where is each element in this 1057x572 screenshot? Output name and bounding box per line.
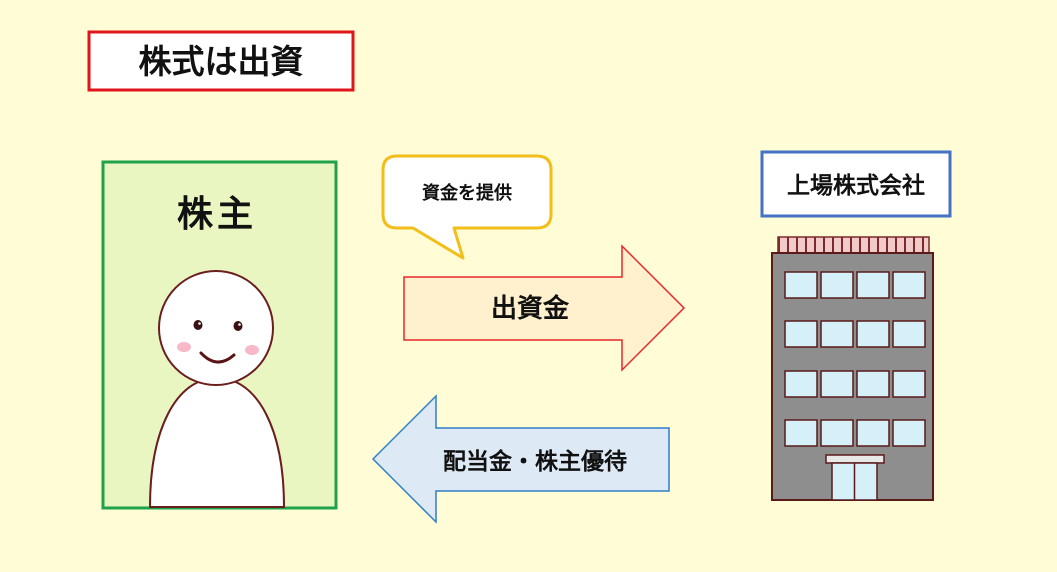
speech-bubble-shape [381, 154, 553, 260]
investment-arrow-shape [403, 244, 686, 372]
building-window [892, 271, 926, 299]
person-left-eye-highlight [198, 322, 201, 325]
title-frame [87, 30, 355, 92]
building-window [856, 320, 890, 348]
building-door-canopy [825, 454, 885, 464]
return-arrow-shape [371, 394, 670, 524]
building-window [856, 419, 890, 447]
person-right-cheek [245, 345, 259, 355]
person-left-eye [193, 320, 203, 330]
page-title: 株式は出資 [139, 42, 304, 81]
company-box: 上場株式会社 [760, 150, 952, 218]
building-icon [771, 236, 934, 501]
title-box: 株式は出資 [87, 30, 355, 92]
building-window [820, 419, 854, 447]
building-window [820, 370, 854, 398]
building-window [892, 370, 926, 398]
shareholder-card: 株主 [101, 160, 338, 510]
building-window [784, 320, 818, 348]
building-window [784, 370, 818, 398]
building-window [892, 419, 926, 447]
speech-bubble-text: 資金を提供 [422, 182, 512, 204]
building-window [784, 419, 818, 447]
shareholder-label: 株主 [177, 194, 257, 235]
company-label: 上場株式会社 [787, 172, 925, 199]
investment-arrow-label: 出資金 [491, 293, 570, 324]
person-head [158, 270, 274, 386]
building-window [892, 320, 926, 348]
return-arrow: 配当金・株主優待 [371, 394, 670, 524]
person-smile [199, 351, 236, 364]
building-windows [784, 271, 926, 447]
person-right-eye [233, 321, 243, 331]
investment-arrow: 出資金 [403, 244, 686, 372]
building-window [856, 370, 890, 398]
building-window [820, 320, 854, 348]
building-window [784, 271, 818, 299]
building-window [856, 271, 890, 299]
return-arrow-label: 配当金・株主優待 [443, 448, 627, 475]
building-roof-railing [777, 236, 930, 254]
building-window [820, 271, 854, 299]
person-right-eye-highlight [238, 323, 241, 326]
speech-bubble: 資金を提供 [381, 154, 553, 260]
person-illustration [148, 270, 286, 508]
company-frame [760, 150, 952, 218]
person-left-cheek [177, 342, 191, 352]
